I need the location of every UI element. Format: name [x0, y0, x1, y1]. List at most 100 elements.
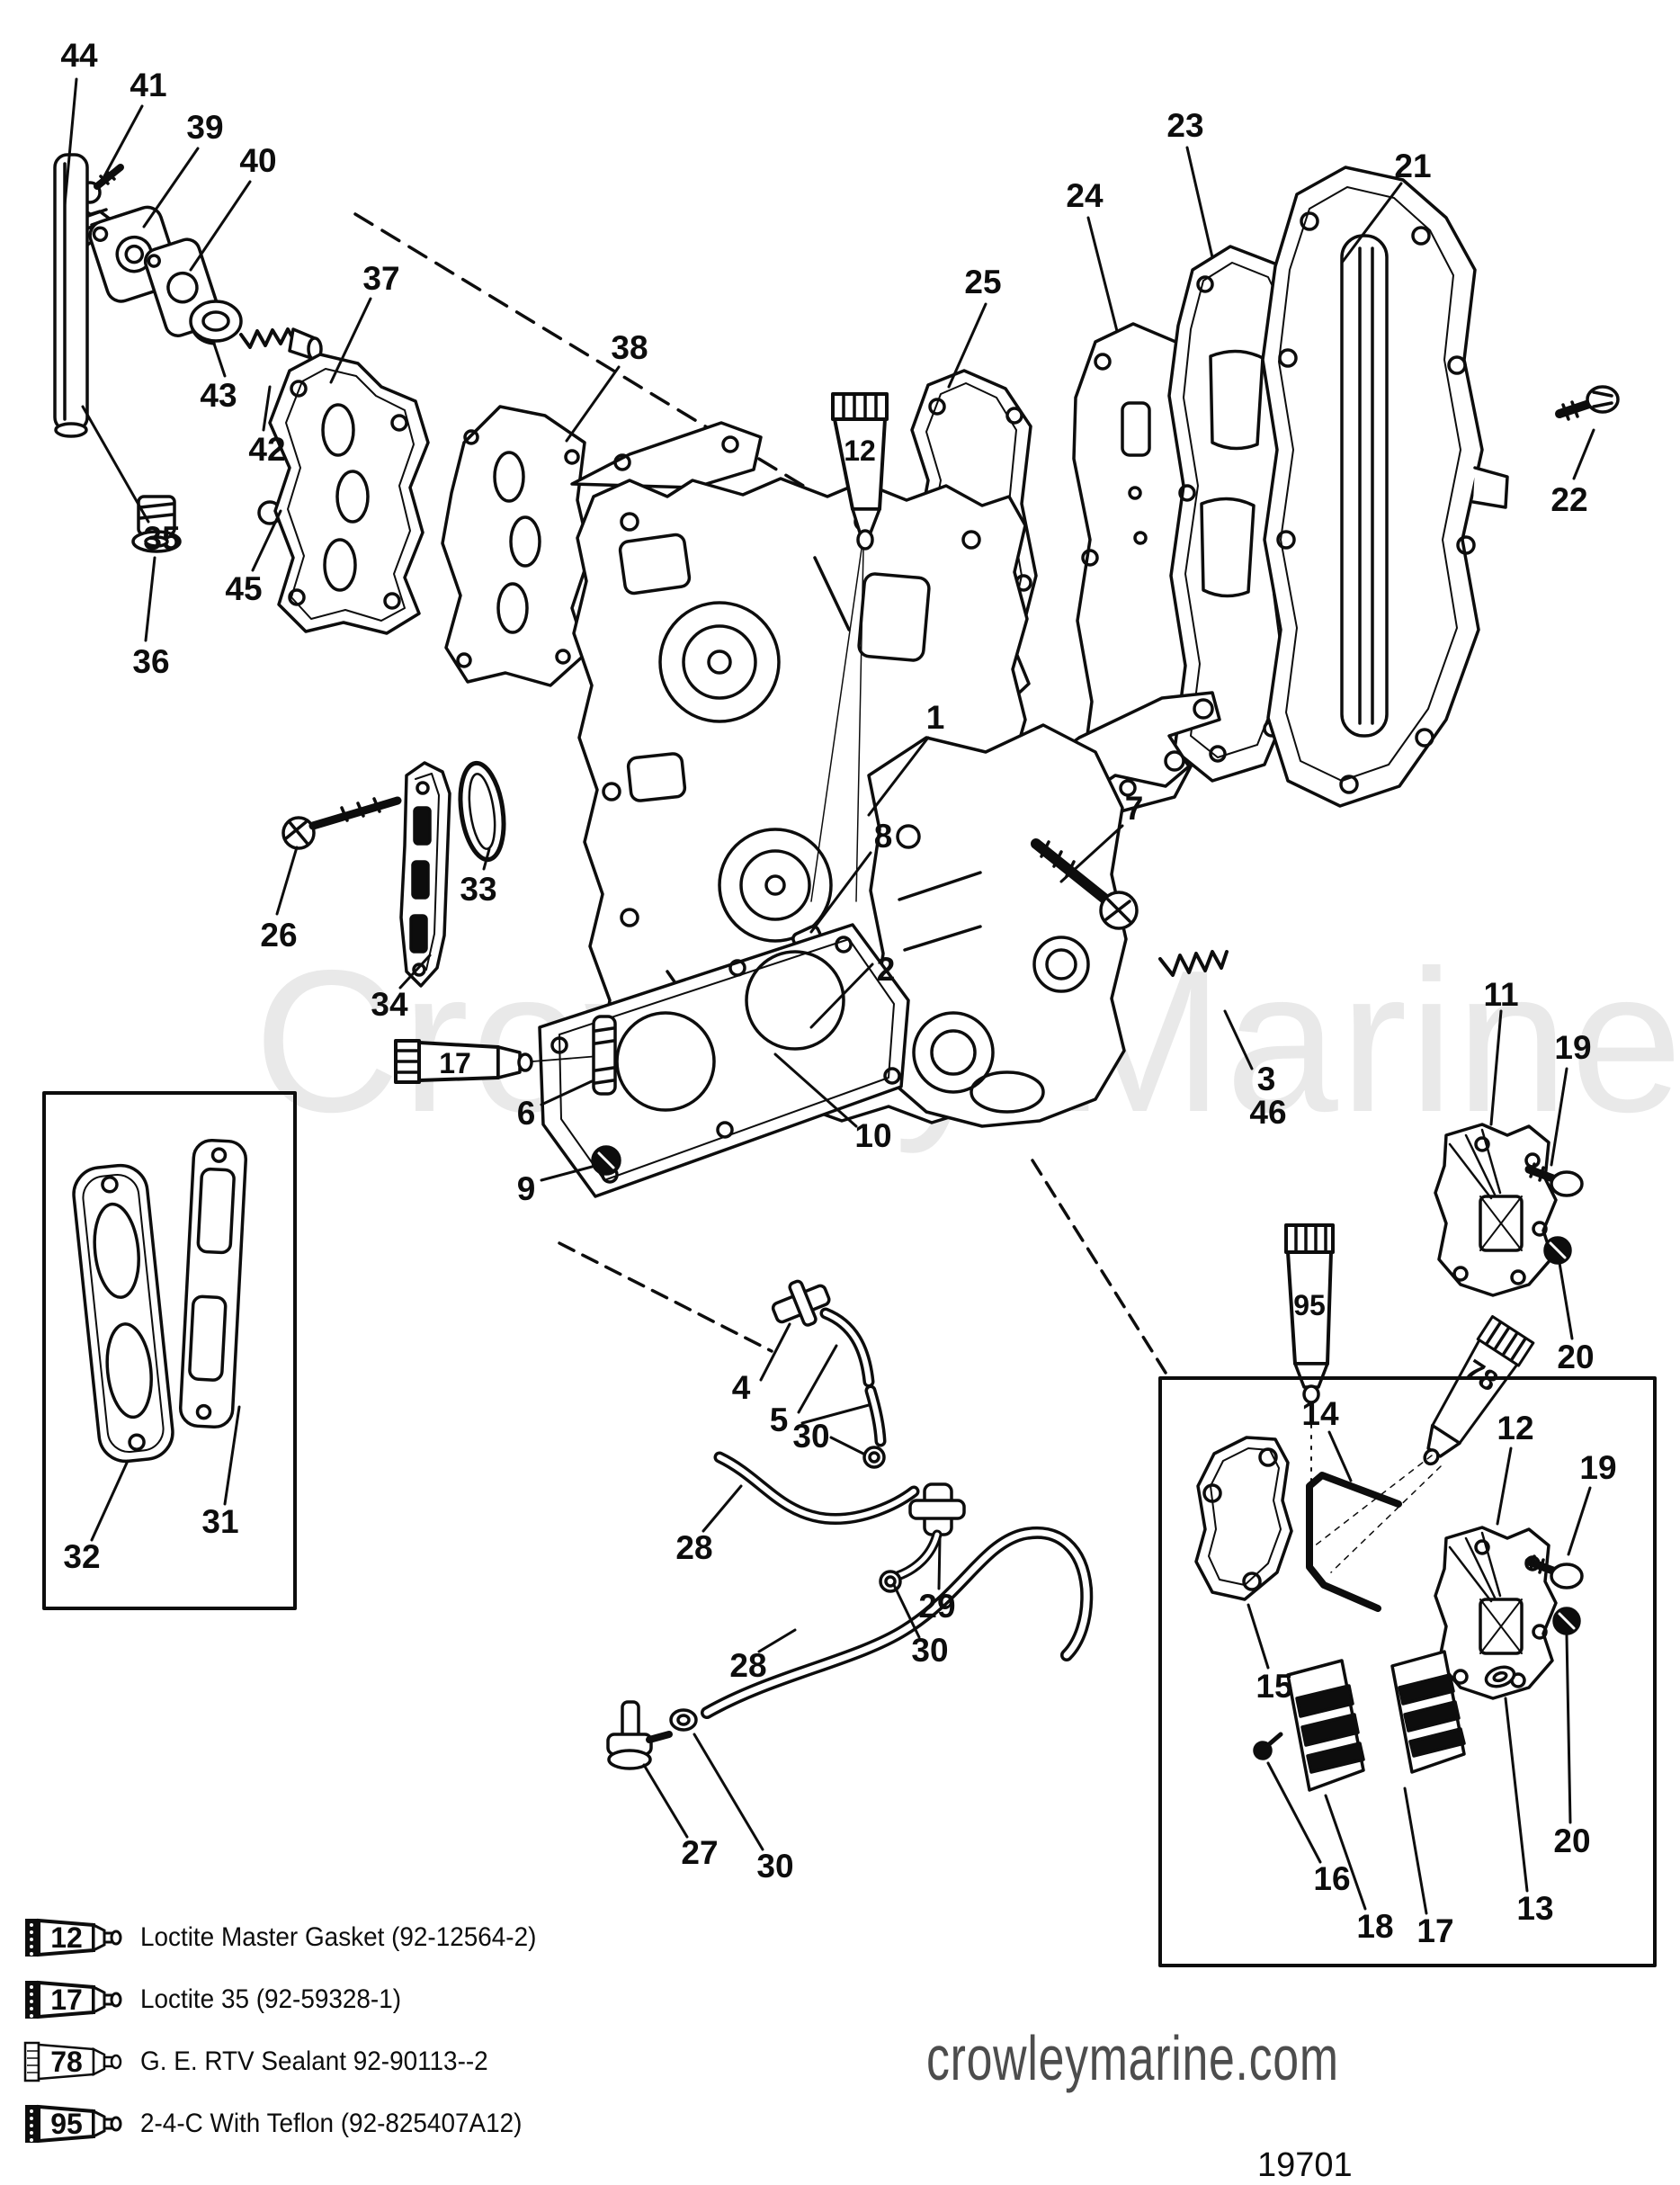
callout-17[interactable]: 17 [1416, 1912, 1454, 1949]
legend-row-loctite-master-gasket: 12 Loctite Master Gasket (92-12564-2) [23, 1914, 567, 1961]
callout-34[interactable]: 34 [371, 986, 408, 1023]
callout-2[interactable]: 2 [876, 951, 896, 988]
callout-6[interactable]: 6 [516, 1095, 536, 1132]
leader-line-5 [800, 1403, 871, 1425]
callout-30[interactable]: 30 [756, 1848, 794, 1885]
callout-33[interactable]: 33 [460, 871, 497, 908]
part-intake-manifold-37 [268, 353, 430, 635]
leader-line-34 [398, 954, 432, 990]
legend-label: Loctite 35 (92-59328-1) [140, 1984, 402, 2014]
tube-95-label: 95 [1293, 1289, 1326, 1321]
callout-36[interactable]: 36 [132, 643, 170, 680]
callout-7[interactable]: 7 [1124, 790, 1144, 827]
callout-35[interactable]: 35 [143, 520, 181, 557]
leader-line-36 [144, 556, 156, 642]
sealant-tube-icon: 12 [25, 1918, 122, 1957]
part-gasket-38 [441, 405, 592, 687]
callout-32[interactable]: 32 [63, 1538, 101, 1575]
sealant-tube-12 [810, 392, 889, 902]
tube-17-label: 17 [439, 1047, 471, 1079]
sealant-tube-icon: 95 [25, 2104, 122, 2144]
leader-line-12 [1496, 1446, 1513, 1526]
callout-30[interactable]: 30 [792, 1418, 830, 1455]
leader-line-43 [212, 342, 227, 378]
part-gasket-10 [538, 923, 910, 1198]
callout-10[interactable]: 10 [854, 1117, 892, 1154]
callout-8[interactable]: 8 [873, 818, 893, 855]
callout-3[interactable]: 3 [1256, 1061, 1276, 1097]
callout-44[interactable]: 44 [60, 37, 98, 74]
leader-line-6 [540, 1079, 594, 1106]
callout-40[interactable]: 40 [239, 142, 277, 179]
callout-29[interactable]: 29 [918, 1588, 956, 1625]
part-poppet-spring-42 [239, 327, 323, 362]
callout-14[interactable]: 14 [1301, 1395, 1339, 1432]
part-thermostat-43 [189, 300, 243, 345]
callout-41[interactable]: 41 [130, 67, 167, 103]
part-plate-32 [72, 1163, 174, 1464]
callout-23[interactable]: 23 [1166, 107, 1204, 144]
leader-line-30 [829, 1436, 865, 1455]
callout-18[interactable]: 18 [1356, 1908, 1394, 1945]
leader-line-31 [223, 1405, 241, 1506]
callout-21[interactable]: 21 [1394, 148, 1432, 184]
part-clip-13 [1484, 1665, 1516, 1688]
callout-39[interactable]: 39 [186, 109, 224, 146]
hose-assembly [606, 1279, 1094, 1770]
callout-16[interactable]: 16 [1313, 1860, 1351, 1897]
leader-line-9 [540, 1164, 597, 1182]
callout-19[interactable]: 19 [1554, 1029, 1592, 1066]
callout-28[interactable]: 28 [729, 1647, 767, 1684]
callout-9[interactable]: 9 [516, 1170, 536, 1207]
callout-15[interactable]: 15 [1256, 1668, 1293, 1705]
callout-38[interactable]: 38 [611, 329, 648, 366]
callout-20[interactable]: 20 [1557, 1339, 1595, 1375]
leader-line-20 [1565, 1634, 1572, 1824]
leader-line-7 [1059, 824, 1124, 883]
callout-1[interactable]: 1 [925, 699, 945, 736]
leader-line-45 [251, 509, 282, 572]
leader-line-2 [809, 963, 874, 1029]
leader-line-23 [1185, 146, 1214, 259]
callout-27[interactable]: 27 [681, 1834, 719, 1871]
callout-43[interactable]: 43 [200, 377, 237, 414]
part-reed-plate-18 [1286, 1659, 1365, 1792]
sealant-tube-95 [1284, 1223, 1335, 1483]
leader-line-26 [275, 846, 299, 916]
reed-detail-box [1158, 1376, 1657, 1967]
leader-line-37 [329, 297, 372, 384]
callout-20[interactable]: 20 [1553, 1822, 1591, 1859]
part-screw-26 [281, 796, 402, 850]
leader-line-39 [142, 147, 200, 228]
callout-5[interactable]: 5 [769, 1401, 789, 1438]
callout-31[interactable]: 31 [201, 1503, 239, 1540]
callout-26[interactable]: 26 [260, 917, 298, 954]
leader-line-28 [757, 1628, 797, 1653]
svg-text:78: 78 [50, 2046, 83, 2078]
part-nut-20-box [1552, 1607, 1581, 1635]
part-bolt-19-outer [1524, 1162, 1584, 1197]
callout-25[interactable]: 25 [964, 264, 1002, 300]
part-gasket-15 [1194, 1436, 1293, 1601]
callout-30[interactable]: 30 [911, 1632, 949, 1669]
callout-46[interactable]: 46 [1249, 1094, 1287, 1131]
callout-13[interactable]: 13 [1516, 1890, 1554, 1927]
callout-45[interactable]: 45 [225, 570, 263, 607]
callout-22[interactable]: 22 [1550, 481, 1588, 518]
part-nut-20-outer [1543, 1236, 1572, 1265]
part-bolt-22 [1555, 385, 1620, 421]
callout-42[interactable]: 42 [248, 431, 286, 468]
callout-19[interactable]: 19 [1579, 1449, 1617, 1486]
legend-label: 2-4-C With Teflon (92-825407A12) [140, 2109, 523, 2138]
callout-24[interactable]: 24 [1066, 177, 1104, 214]
callout-11[interactable]: 11 [1483, 976, 1519, 1013]
callout-4[interactable]: 4 [731, 1369, 751, 1406]
leader-line-18 [1324, 1794, 1367, 1911]
part-spring-3 [1158, 950, 1229, 977]
callout-12[interactable]: 12 [1497, 1410, 1534, 1446]
callout-37[interactable]: 37 [362, 260, 400, 297]
leader-line-42 [262, 385, 272, 432]
leader-line-30 [892, 1583, 921, 1639]
callout-28[interactable]: 28 [675, 1529, 713, 1566]
